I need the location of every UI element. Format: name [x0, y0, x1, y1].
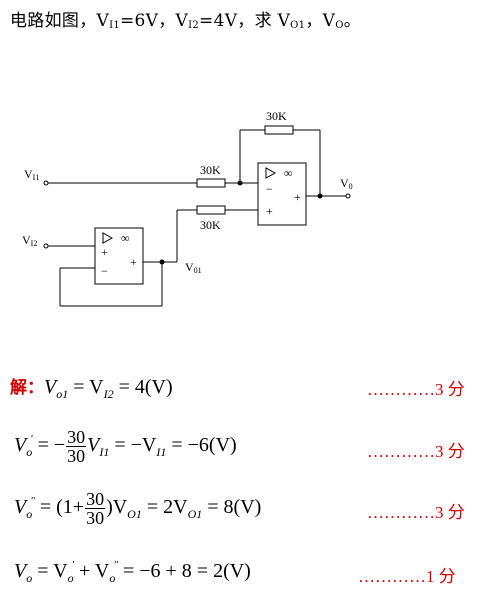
solution-line-4: Vo = Vo' + Vo" = −6 + 8 = 2(V) [14, 559, 251, 586]
opamp-a1-plus-out: + [130, 255, 137, 269]
label-r-input1: 30K [200, 163, 221, 177]
opamp-a1-box [94, 227, 144, 285]
problem-text-mid1: =6V，V [120, 11, 189, 31]
l2-lhs-sup: ' [30, 433, 33, 446]
score-line-1: …………3 分 [367, 380, 465, 399]
l2-lhs: V [14, 434, 27, 457]
l4-eq-sub: o [67, 571, 74, 585]
label-vo: V0 [340, 176, 353, 191]
solution-label: 解： [10, 378, 44, 398]
resistor-input1 [196, 178, 226, 188]
solution-line-1: 解：Vo1 = VI2 = 4(V) [10, 373, 173, 402]
opamp-a1-plus-in: + [101, 245, 108, 259]
l4-plus-sup: " [113, 559, 118, 571]
problem-statement: 电路如图，VI1=6V，VI2=4V，求 VO1，VO。 [10, 6, 361, 31]
label-vi2: VI2 [22, 233, 37, 248]
l3-num: 30 [85, 489, 106, 509]
l1-rest: = 4(V) [113, 376, 173, 398]
l3-lhs-sub: o [26, 507, 33, 522]
label-r-input2: 30K [200, 218, 221, 232]
score-line-3: …………3 分 [367, 503, 465, 522]
problem-text-mid3: ，V [305, 11, 336, 31]
l4-eq: = V [32, 560, 68, 582]
problem-text-end: 。 [343, 11, 362, 31]
l2-v1-sub: I1 [99, 445, 110, 460]
resistor-input2 [196, 205, 226, 215]
l3-close: )V [106, 496, 128, 519]
problem-text-mid2: =4V，求 V [199, 11, 291, 31]
opamp-a2-minus: − [266, 182, 273, 196]
circuit-diagram: ∞ − + + ∞ + − + 30K 30K 30K VI1 VI2 V0 V… [22, 109, 353, 307]
problem-vi1-sub: I1 [109, 20, 120, 31]
label-r-feedback: 30K [266, 109, 287, 123]
opamp-a2-infinity: ∞ [284, 166, 293, 180]
l1-lhs: V [44, 376, 57, 398]
l4-lhs-sub: o [26, 571, 33, 585]
l4-lhs: V [14, 560, 27, 582]
problem-text-pre: 电路如图，V [10, 11, 110, 31]
l3-lhs: V [14, 496, 27, 519]
l2-rest1-sub: I1 [156, 445, 167, 460]
l4-plus-sub: o [109, 571, 116, 585]
score-line-4: …………1 分 [358, 567, 456, 586]
l1-lhs-sub: o1 [56, 387, 69, 401]
l2-v1: V [87, 434, 100, 457]
opamp-a1-minus: − [101, 264, 108, 278]
score-line-2: …………3 分 [367, 442, 465, 461]
l1-eq-sub: I2 [103, 387, 114, 401]
l3-eq: = (1+ [34, 496, 85, 519]
l2-eq: = − [32, 434, 66, 457]
l3-rest1-sub: O1 [187, 507, 203, 522]
l3-rest2: = 8(V) [202, 496, 262, 519]
label-vo1: V01 [185, 260, 202, 275]
problem-vi2-sub: I2 [188, 20, 200, 31]
problem-vo1-sub: O1 [290, 20, 306, 31]
l1-eq: = V [68, 376, 104, 398]
l4-rest: = −6 + 8 = 2(V) [117, 560, 251, 582]
l3-close-sub: O1 [127, 507, 142, 522]
problem-vo-sub: O [335, 20, 344, 31]
opamp-a2-plus-out: + [294, 190, 301, 204]
l2-rest2: = −6(V) [166, 434, 237, 457]
l3-den: 30 [86, 508, 105, 528]
l3-rest1: = 2V [141, 496, 188, 519]
opamp-a2-plus-in: + [266, 204, 273, 218]
l4-eq-sup: ' [71, 559, 74, 571]
l3-lhs-sup: " [30, 495, 35, 508]
l2-den: 30 [67, 446, 86, 466]
l2-lhs-sub: o [26, 445, 33, 460]
l2-rest1: = −V [109, 434, 157, 457]
label-vi1: VI1 [24, 167, 39, 182]
opamp-a2-box [257, 162, 307, 226]
opamp-a1-infinity: ∞ [121, 231, 130, 245]
l4-plus: + V [73, 560, 110, 582]
resistor-feedback [264, 125, 294, 135]
l2-num: 30 [66, 427, 87, 447]
